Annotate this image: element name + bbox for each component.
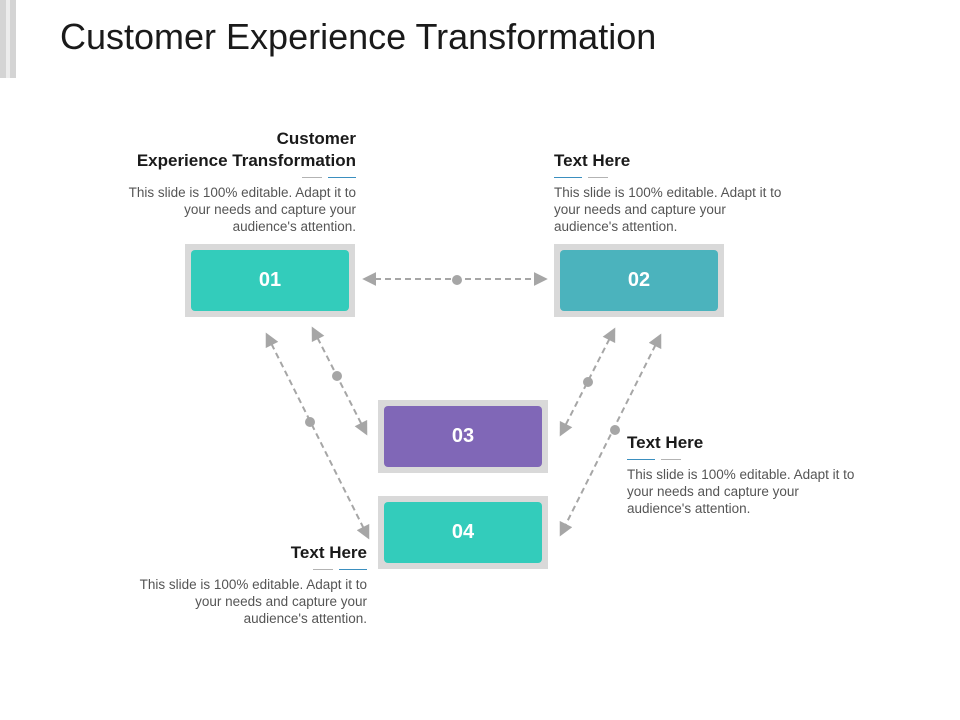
box-01-fill: 01 [191, 250, 349, 311]
box-03-label: 03 [451, 425, 475, 447]
text-block-02-body: This slide is 100% editable. Adapt it to… [554, 185, 782, 234]
text-block-04-heading: Text Here [290, 543, 367, 562]
text-block-04: Text Here This slide is 100% editable. A… [137, 542, 367, 627]
slide-title: Customer Experience Transformation [60, 16, 657, 57]
text-block-03-underline [627, 456, 857, 462]
text-block-04-body: This slide is 100% editable. Adapt it to… [139, 577, 367, 626]
text-block-04-underline [137, 566, 367, 572]
text-block-01: Customer Experience Transformation This … [126, 128, 356, 235]
text-block-01-heading-line2: Experience Transformation [136, 151, 356, 170]
text-block-02-heading: Text Here [554, 151, 631, 170]
box-02-label: 02 [627, 269, 651, 291]
connector-dot-01-02 [452, 275, 462, 285]
text-block-01-heading: Customer Experience Transformation [126, 128, 356, 172]
connector-dot-02-04 [610, 425, 620, 435]
box-02-fill: 02 [560, 250, 718, 311]
box-01-label: 01 [258, 269, 282, 291]
connector-dot-01-04 [305, 417, 315, 427]
text-block-01-heading-line1: Customer [276, 129, 356, 148]
text-block-03-body: This slide is 100% editable. Adapt it to… [627, 467, 855, 516]
connector-dot-02-03 [583, 377, 593, 387]
box-01: 01 [185, 244, 355, 317]
text-block-02: Text Here This slide is 100% editable. A… [554, 150, 784, 235]
text-block-03-heading: Text Here [627, 433, 704, 452]
text-block-01-underline [126, 174, 356, 180]
text-block-01-body: This slide is 100% editable. Adapt it to… [128, 185, 356, 234]
box-04-fill: 04 [384, 502, 542, 563]
box-03: 03 [378, 400, 548, 473]
box-03-fill: 03 [384, 406, 542, 467]
connector-01-04 [265, 332, 370, 540]
text-block-03: Text Here This slide is 100% editable. A… [627, 432, 857, 517]
text-block-02-underline [554, 174, 784, 180]
box-04: 04 [378, 496, 548, 569]
connector-dot-01-03 [332, 371, 342, 381]
connector-02-04 [559, 333, 662, 537]
connector-01-03 [311, 326, 368, 436]
box-04-label: 04 [451, 521, 475, 543]
corner-accent-bar [0, 0, 16, 78]
box-02: 02 [554, 244, 724, 317]
